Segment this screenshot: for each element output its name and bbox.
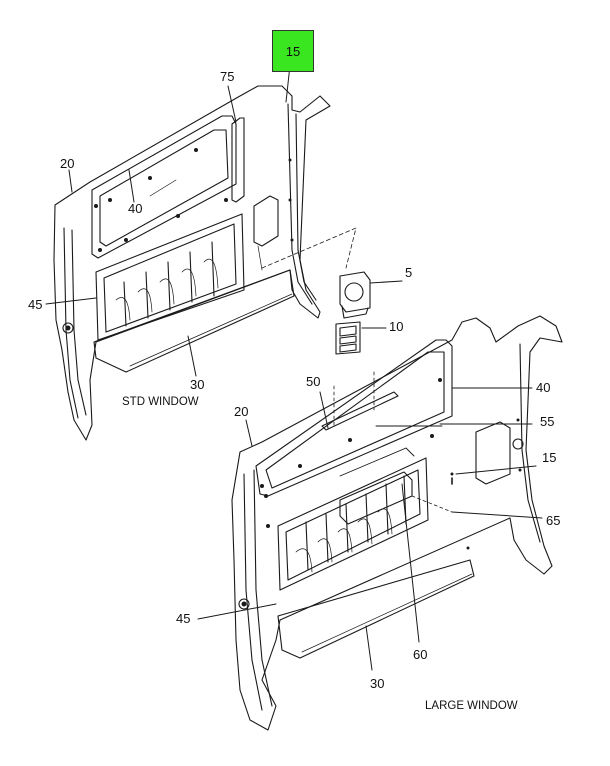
std-window-panel <box>53 85 357 441</box>
callout-15-large: 15 <box>542 450 557 465</box>
caption-std-window: STD WINDOW <box>122 396 199 408</box>
callout-30-std: 30 <box>190 377 205 392</box>
part-10-vent-grille <box>335 321 361 355</box>
callout-10: 10 <box>389 319 404 334</box>
callout-45-std: 45 <box>28 297 43 312</box>
callout-55: 55 <box>540 414 555 429</box>
leader-lines <box>45 55 543 671</box>
callout-75: 75 <box>220 69 235 84</box>
callout-50: 50 <box>306 374 321 389</box>
callout-30-large: 30 <box>370 676 385 691</box>
callout-5: 5 <box>405 265 413 280</box>
callout-45-large: 45 <box>176 611 191 626</box>
part-5-lens <box>339 271 371 319</box>
callout-20-std: 20 <box>60 156 75 171</box>
callout-20-large: 20 <box>234 404 249 419</box>
callout-40-std: 40 <box>128 201 143 216</box>
callout-65: 65 <box>546 513 561 528</box>
large-window-panel <box>231 315 563 731</box>
callout-60: 60 <box>413 647 428 662</box>
caption-large-window: LARGE WINDOW <box>425 700 518 712</box>
callout-badge-15[interactable]: 15 <box>272 30 314 72</box>
callout-40-large: 40 <box>536 380 551 395</box>
